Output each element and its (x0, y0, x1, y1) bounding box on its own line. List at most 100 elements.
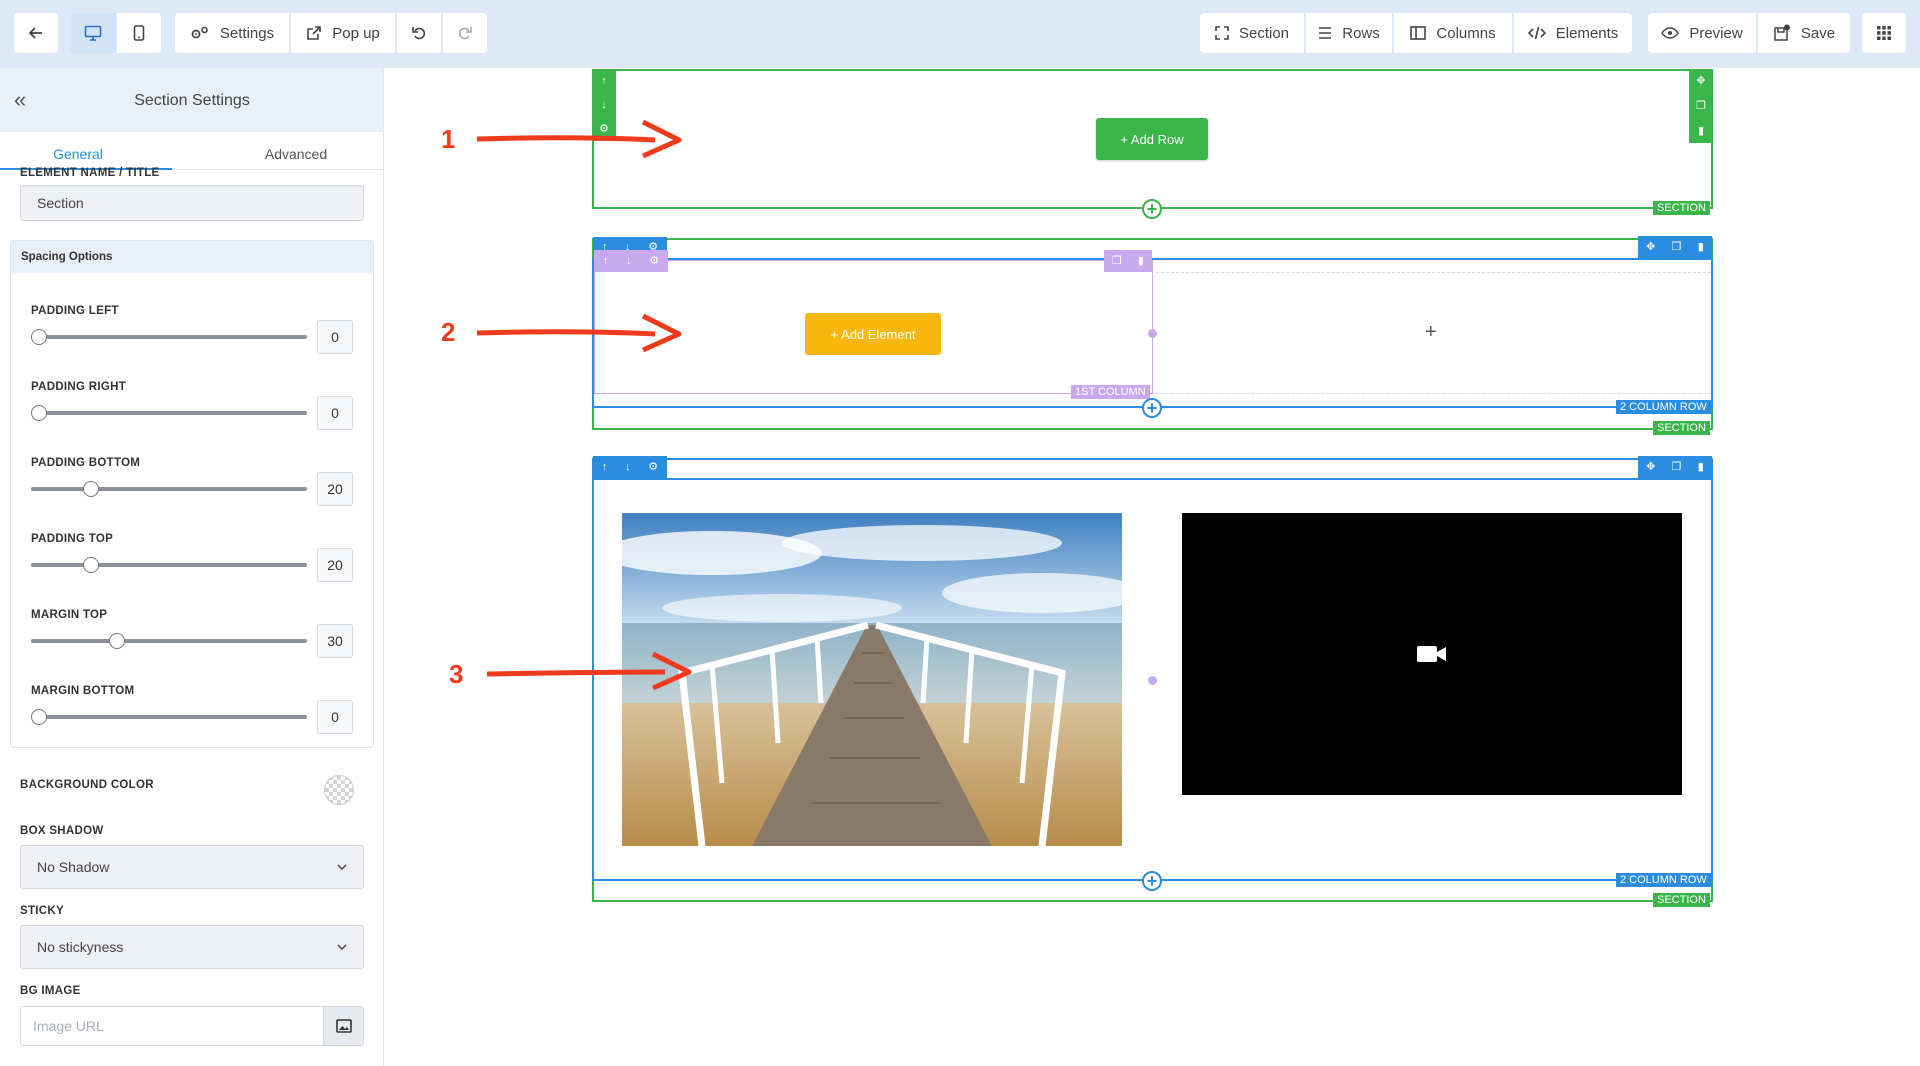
copy-icon[interactable]: ❐ (1671, 461, 1682, 473)
add-row-button[interactable]: + Add Row (1096, 118, 1208, 160)
move-up-icon[interactable]: ↑ (601, 241, 608, 253)
element-name-label: ELEMENT NAME / TITLE (20, 167, 160, 179)
row-top-bar (594, 478, 1711, 480)
padding-left-value[interactable]: 0 (317, 320, 353, 354)
empty-column-bottom-guide (1156, 393, 1711, 394)
annotation-arrow-3 (486, 652, 692, 691)
margin-top-value[interactable]: 30 (317, 624, 353, 658)
sticky-value: No stickyness (37, 939, 124, 955)
rows-icon (1319, 27, 1332, 39)
sticky-select[interactable]: No stickyness (20, 925, 364, 969)
box-shadow-value: No Shadow (37, 859, 110, 875)
gear-icon[interactable]: ⚙ (648, 461, 659, 473)
image-icon (335, 1019, 352, 1033)
tab-advanced[interactable]: Advanced (264, 146, 328, 162)
code-icon (1527, 26, 1546, 40)
add-element-plus-icon[interactable]: + (1425, 321, 1437, 343)
collapse-sidebar-icon[interactable]: « (14, 87, 27, 112)
annotation-arrow-2 (476, 313, 682, 353)
bg-image-label: BG IMAGE (20, 985, 81, 997)
margin-top-slider[interactable] (31, 633, 307, 649)
trash-icon[interactable]: ▮ (1697, 241, 1704, 253)
rows-label: Rows (1342, 24, 1380, 42)
box-shadow-select[interactable]: No Shadow (20, 845, 364, 889)
video-camera-icon (1417, 646, 1446, 662)
column-actions: ❐ ▮ (1104, 250, 1152, 272)
gear-icon[interactable]: ⚙ (649, 255, 660, 267)
rows-button[interactable]: Rows (1306, 13, 1392, 53)
padding-right-value[interactable]: 0 (317, 396, 353, 430)
move-up-icon[interactable]: ↑ (601, 75, 607, 87)
add-element-button[interactable]: + Add Element (805, 313, 941, 355)
element-name-input[interactable]: Section (20, 185, 364, 221)
padding-top-slider[interactable] (31, 557, 307, 573)
chevron-down-icon (337, 944, 347, 950)
apps-grid-button[interactable] (1862, 13, 1906, 53)
elements-button[interactable]: Elements (1514, 13, 1632, 53)
first-column[interactable] (594, 260, 1153, 394)
sidebar-title: Section Settings (134, 92, 250, 109)
move-up-icon[interactable]: ↑ (602, 255, 609, 267)
column-resize-handle[interactable] (1148, 676, 1157, 685)
slider-handle[interactable] (31, 405, 47, 421)
margin-top-label: MARGIN TOP (31, 609, 108, 621)
padding-right-slider[interactable] (31, 405, 307, 421)
copy-icon[interactable]: ❐ (1696, 99, 1706, 112)
move-icon[interactable]: ✥ (1696, 75, 1706, 88)
move-down-icon[interactable]: ↓ (626, 255, 632, 267)
column-controls: ↑ ↓ ⚙ (594, 250, 668, 272)
move-up-icon[interactable]: ↑ (601, 461, 608, 473)
column-resize-handle[interactable] (1148, 329, 1157, 338)
back-button[interactable] (14, 13, 58, 53)
padding-bottom-value[interactable]: 20 (317, 472, 353, 506)
video-placeholder[interactable] (1182, 513, 1682, 795)
padding-top-value[interactable]: 20 (317, 548, 353, 582)
slider-handle[interactable] (83, 557, 99, 573)
add-section-icon[interactable]: + (1142, 199, 1162, 219)
move-down-icon[interactable]: ↓ (601, 99, 607, 111)
section-button[interactable]: Section (1200, 13, 1304, 53)
move-icon[interactable]: ✥ (1646, 461, 1656, 473)
copy-icon[interactable]: ❐ (1112, 255, 1122, 267)
add-row-icon[interactable]: + (1142, 871, 1162, 891)
padding-left-slider[interactable] (31, 329, 307, 345)
move-icon[interactable]: ✥ (1646, 241, 1656, 253)
image-picker-button[interactable] (323, 1007, 363, 1045)
move-down-icon[interactable]: ↓ (625, 461, 631, 473)
margin-bottom-slider[interactable] (31, 709, 307, 725)
redo-button[interactable] (443, 13, 487, 53)
save-button[interactable]: Save (1758, 13, 1850, 53)
bg-image-url-input[interactable] (21, 1007, 323, 1045)
sticky-label: STICKY (20, 905, 64, 917)
pier-image[interactable] (622, 513, 1122, 846)
trash-icon[interactable]: ▮ (1697, 124, 1705, 137)
spacing-options-title: Spacing Options (11, 241, 373, 273)
preview-button[interactable]: Preview (1648, 13, 1756, 53)
background-color-swatch[interactable] (324, 775, 354, 805)
gear-icon[interactable]: ⚙ (599, 123, 609, 135)
annotation-number-3: 3 (449, 659, 464, 689)
settings-button[interactable]: Settings (175, 13, 289, 53)
desktop-view-button[interactable] (70, 13, 116, 53)
slider-handle[interactable] (31, 709, 47, 725)
popup-button[interactable]: Pop up (291, 13, 395, 53)
slider-handle[interactable] (109, 633, 125, 649)
add-row-icon[interactable]: + (1142, 398, 1162, 418)
expand-icon (1215, 26, 1229, 40)
columns-button[interactable]: Columns (1394, 13, 1512, 53)
padding-bottom-slider[interactable] (31, 481, 307, 497)
trash-icon[interactable]: ▮ (1697, 461, 1704, 473)
undo-button[interactable] (397, 13, 441, 53)
gear-icon[interactable]: ⚙ (648, 241, 659, 253)
trash-icon[interactable]: ▮ (1137, 255, 1144, 267)
mobile-view-button[interactable] (117, 13, 161, 53)
slider-handle[interactable] (31, 329, 47, 345)
arrow-left-icon (28, 27, 42, 39)
slider-handle[interactable] (83, 481, 99, 497)
margin-bottom-value[interactable]: 0 (317, 700, 353, 734)
tab-general[interactable]: General (53, 146, 103, 162)
bg-image-field (20, 1006, 364, 1046)
copy-icon[interactable]: ❐ (1671, 241, 1682, 253)
row-actions: ✥ ❐ ▮ (1638, 236, 1712, 258)
move-down-icon[interactable]: ↓ (625, 241, 631, 253)
